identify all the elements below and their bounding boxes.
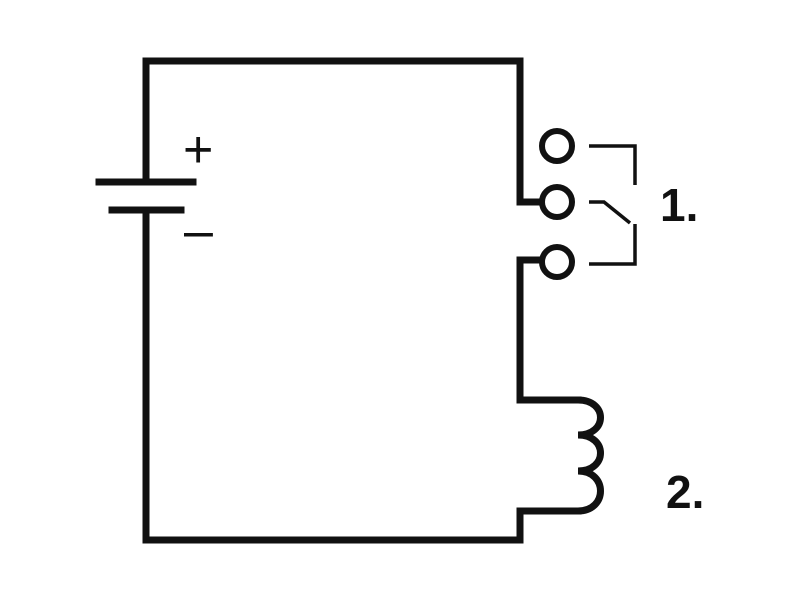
battery-negative-sign: – xyxy=(184,202,213,260)
switch-terminal-top xyxy=(539,128,575,164)
switch-bracket-bottom xyxy=(589,224,637,266)
battery-positive-sign: + xyxy=(183,121,213,179)
wire-top xyxy=(142,57,542,206)
battery xyxy=(95,178,197,214)
wire-bottom xyxy=(142,208,582,544)
coil-label: 2. xyxy=(666,466,704,518)
coil xyxy=(574,396,604,515)
switch-terminal-bottom xyxy=(539,244,575,280)
switch-terminal-middle xyxy=(539,184,575,220)
wire-switch-to-coil xyxy=(516,256,582,404)
switch xyxy=(539,128,637,280)
circuit-wires xyxy=(142,57,582,544)
switch-bracket-top xyxy=(589,144,637,185)
switch-label: 1. xyxy=(660,179,698,231)
switch-lever xyxy=(589,200,632,225)
